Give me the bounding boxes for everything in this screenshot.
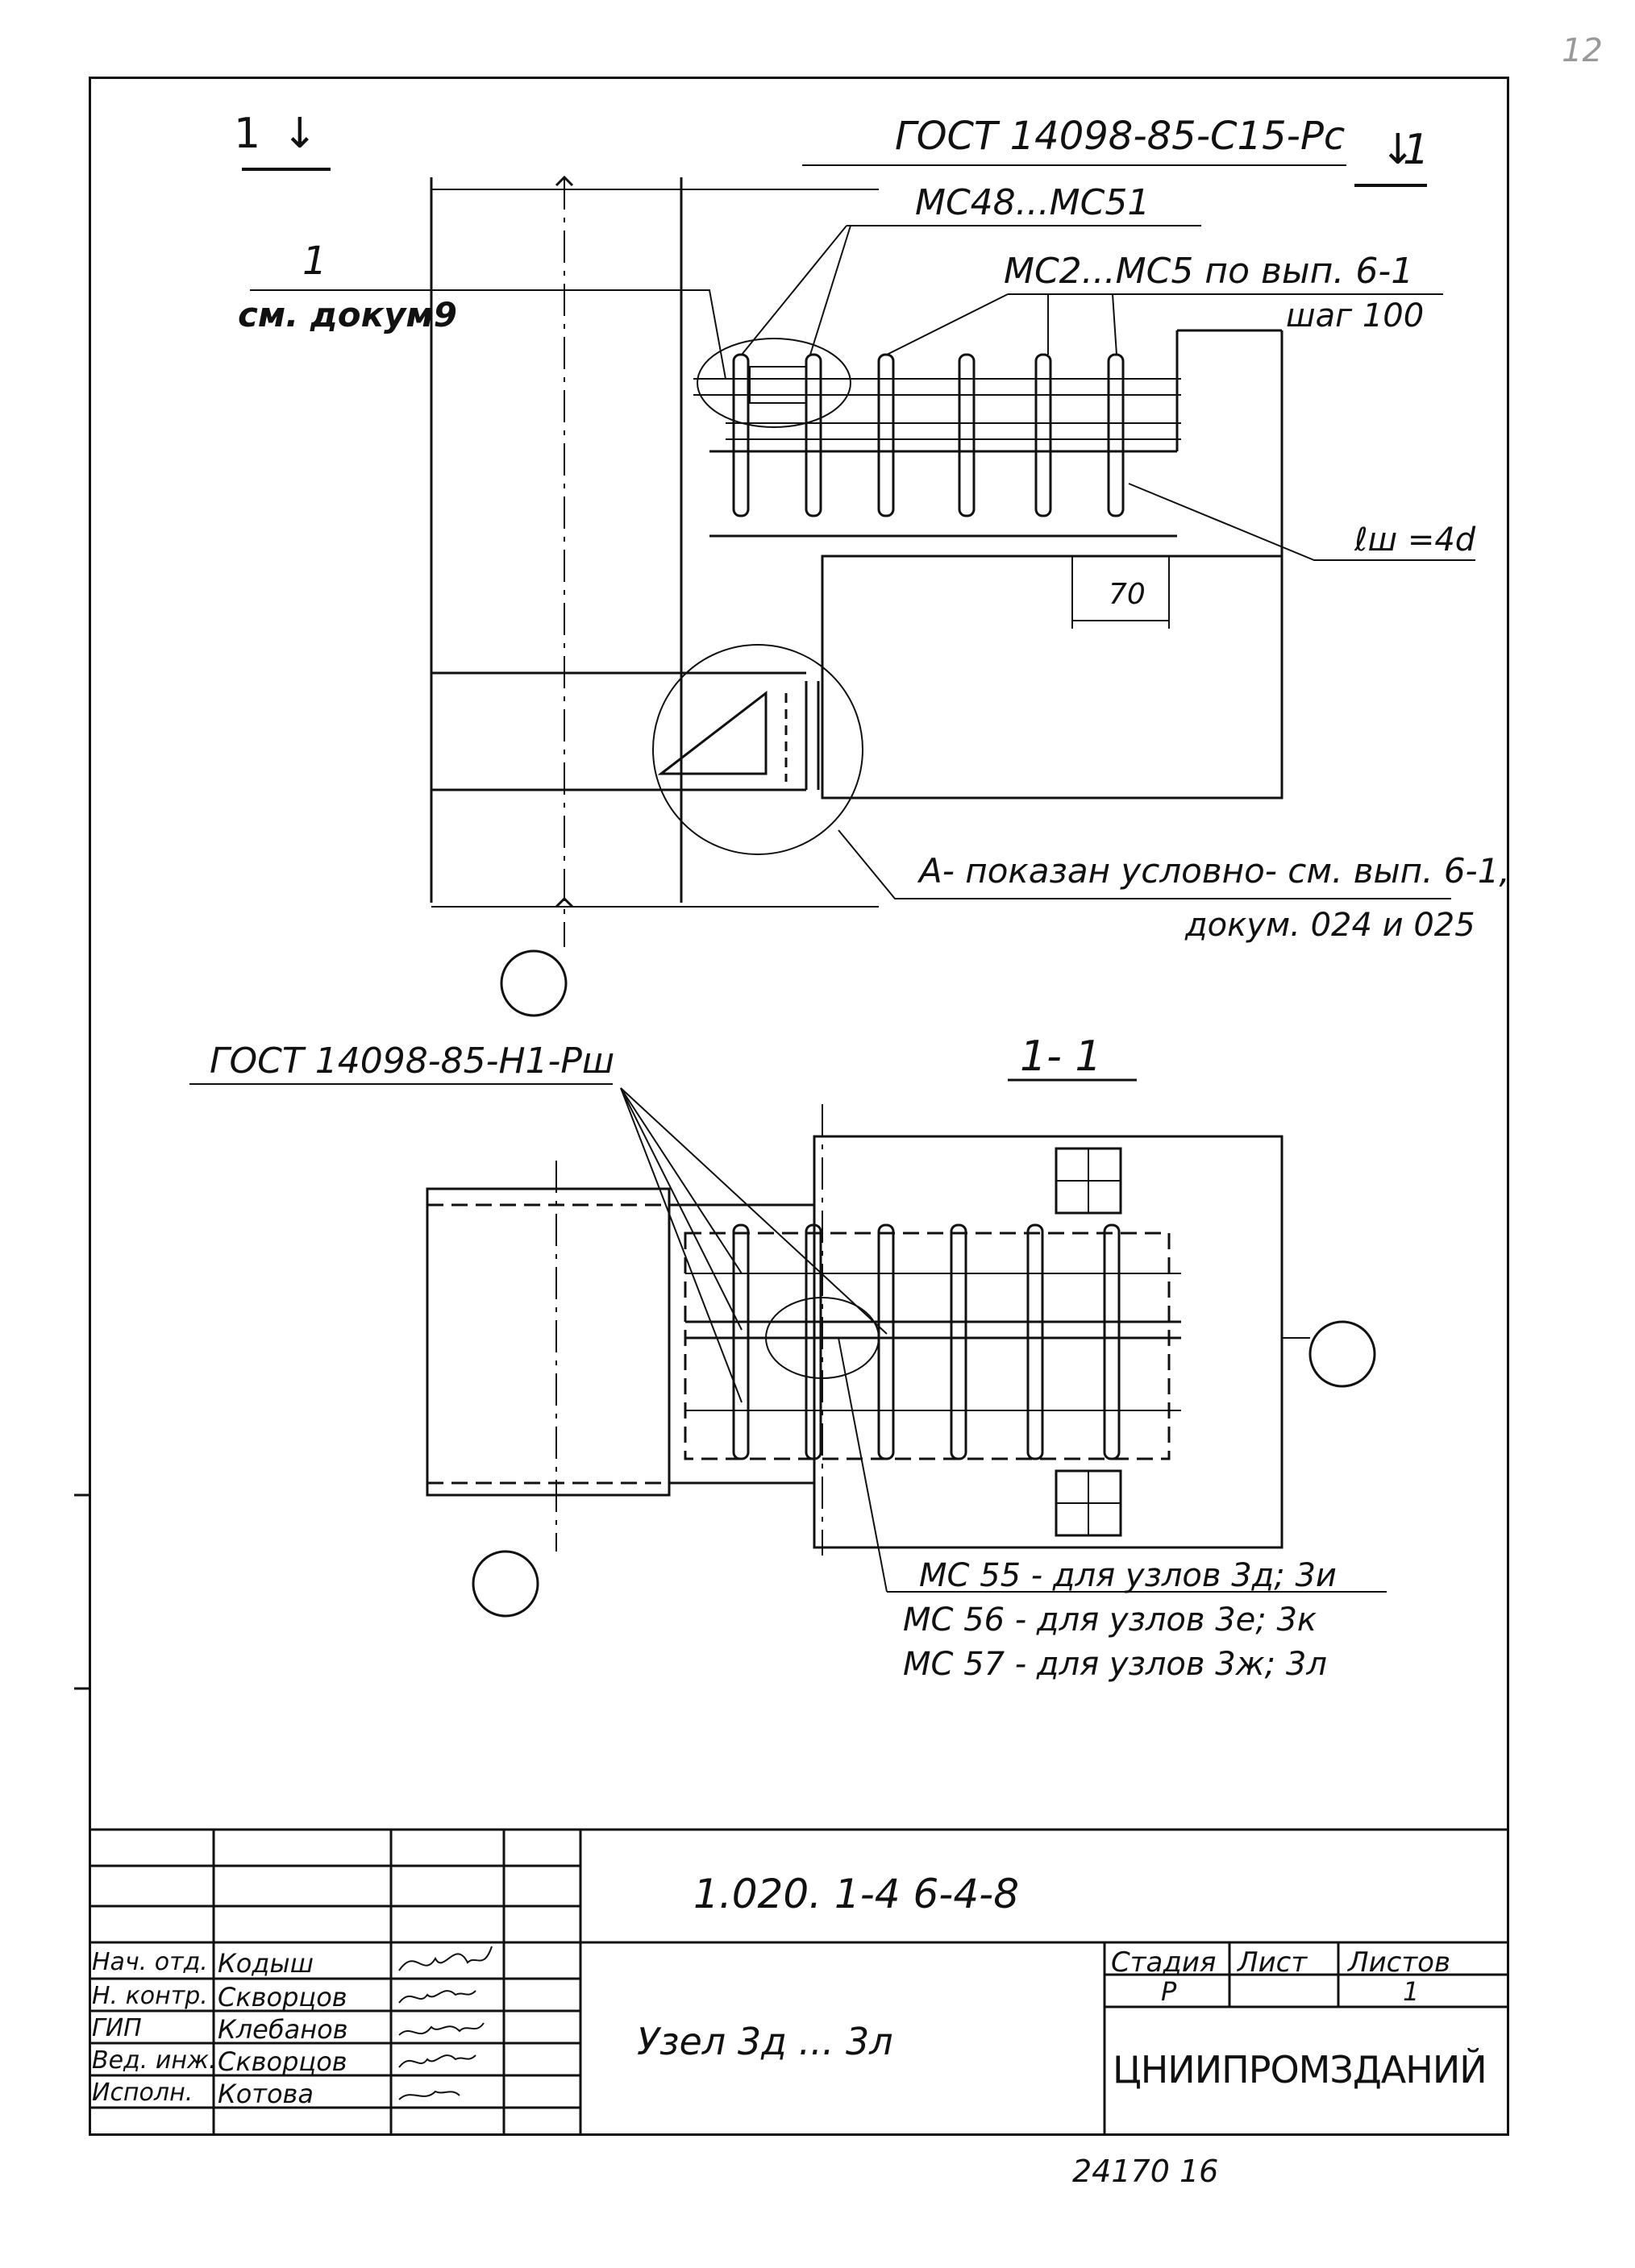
dimension-70-label: 70 (1109, 578, 1146, 611)
organization: ЦНИИПРОМЗДАНИЙ (1113, 2048, 1487, 2091)
drawing-frame (89, 77, 1509, 2136)
weld-length-label: ℓш =4d (1354, 521, 1476, 559)
sheets-value: 1 (1403, 1976, 1420, 2007)
section-arrow-right-icon: ↓ (1380, 126, 1416, 174)
ref-number-label: 1 (302, 239, 327, 284)
role-label: Нач. отд. (92, 1948, 208, 1976)
mc-2-5-label: МС2...МС5 по вып. 6-1 (1004, 251, 1414, 292)
note-a-line2: докум. 024 и 025 (1185, 907, 1475, 944)
mc56-note: МС 56 - для узлов 3е; 3к (903, 1601, 1317, 1639)
person-name: Скворцов (218, 1982, 347, 2013)
drawing-title: Узел 3д ... 3л (637, 2020, 893, 2063)
note-a-line1: А- показан условно- см. вып. 6-1, (919, 851, 1510, 891)
stage-header: Стадия (1111, 1946, 1217, 1979)
section-arrow-left-icon: ↓ (282, 110, 318, 158)
ref-doc-label: см. докум9 (238, 295, 458, 334)
role-label: Вед. инж. (92, 2046, 217, 2075)
role-label: Исполн. (92, 2079, 193, 2107)
section-title: 1- 1 (1020, 1032, 1102, 1081)
person-name: Скворцов (218, 2046, 347, 2077)
person-name: Клебанов (218, 2014, 348, 2045)
mc55-note: МС 55 - для узлов 3д; 3и (919, 1557, 1337, 1594)
person-name: Котова (218, 2079, 314, 2109)
gost-bottom-label: ГОСТ 14098-85-Н1-Рш (210, 1041, 615, 1082)
sheet-corner-mark: 12 (1562, 32, 1603, 69)
step-label: шаг 100 (1286, 297, 1425, 334)
doc-code: 1.020. 1-4 6-4-8 (693, 1871, 1020, 1917)
person-name: Кодыш (218, 1948, 314, 1979)
signature-column (398, 1946, 493, 2100)
sheets-header: Листов (1348, 1946, 1451, 1979)
gost-top-label: ГОСТ 14098-85-С15-Рс (895, 114, 1346, 159)
mc-48-51-label: МС48...МС51 (915, 182, 1150, 223)
section-mark-left: 1 (234, 110, 261, 158)
sheet-header: Лист (1238, 1946, 1308, 1979)
mc57-note: МС 57 - для узлов 3ж; 3л (903, 1646, 1327, 1683)
stage-value: Р (1161, 1976, 1177, 2007)
inventory-number: 24170 16 (1072, 2154, 1219, 2189)
role-label: Н. контр. (92, 1982, 208, 2010)
role-label: ГИП (92, 2014, 142, 2042)
section-mark-right: 1 (1403, 126, 1430, 174)
